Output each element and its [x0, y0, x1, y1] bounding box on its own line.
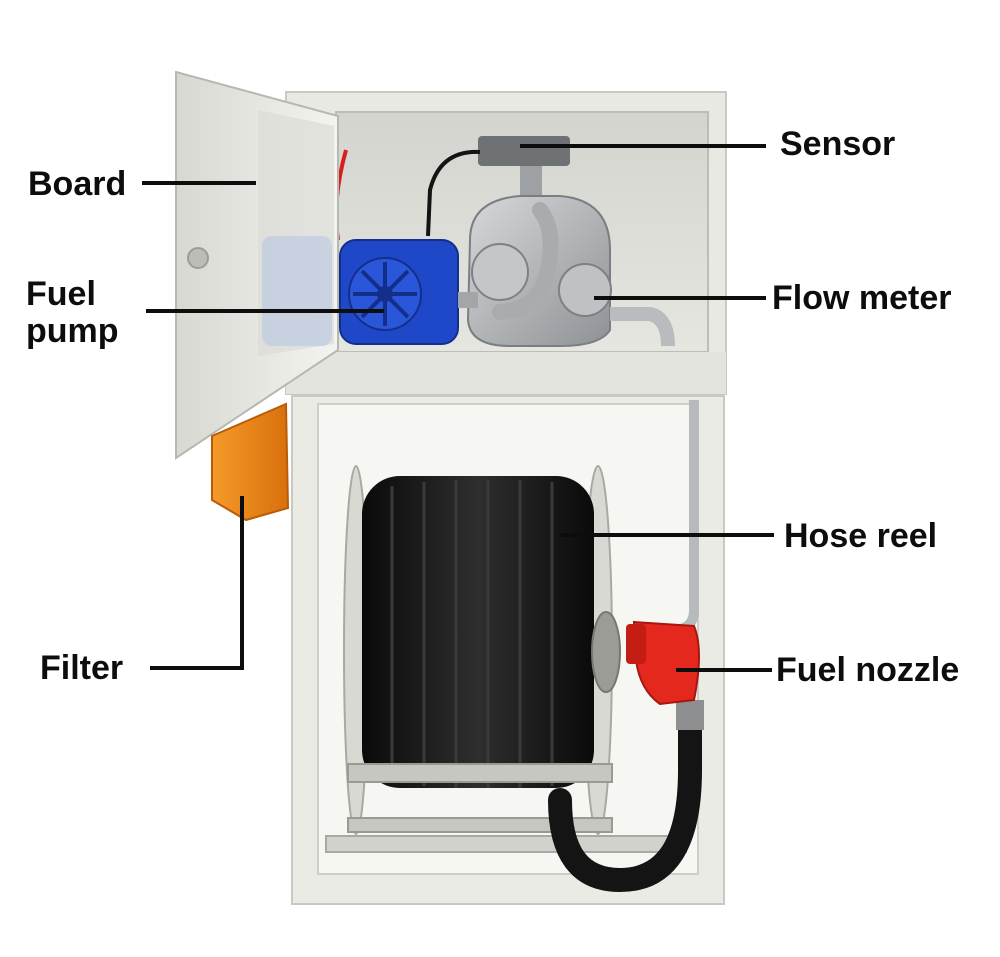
- filter: [211, 402, 290, 522]
- label-hose-reel: Hose reel: [784, 517, 938, 555]
- cabinet-door: [175, 70, 339, 460]
- label-sensor: Sensor: [780, 125, 896, 163]
- label-flow-meter: Flow meter: [772, 279, 952, 317]
- flow-meter: [426, 136, 675, 347]
- fuel-nozzle: [548, 620, 704, 893]
- label-filter: Filter: [40, 649, 124, 687]
- label-fuel-pump: Fuel pump: [26, 276, 119, 349]
- label-fuel-pump-line1: Fuel: [26, 275, 96, 313]
- leader-filter: [150, 496, 244, 670]
- label-board: Board: [28, 165, 127, 203]
- hose-reel: [325, 465, 687, 853]
- label-fuel-pump-line2: pump: [26, 311, 119, 350]
- leader-lines: [142, 144, 774, 672]
- label-fuel-nozzle: Fuel nozzle: [776, 651, 960, 689]
